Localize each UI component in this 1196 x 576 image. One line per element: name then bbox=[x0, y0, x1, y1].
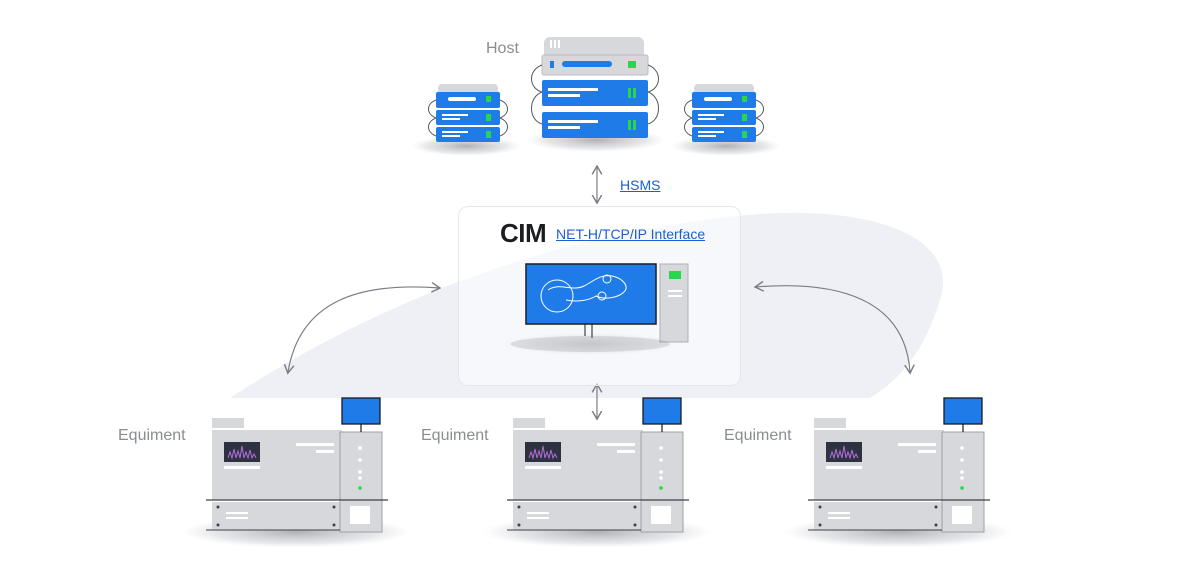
arrow-cim-equipment-left bbox=[288, 287, 440, 372]
net-interface-link[interactable]: NET-H/TCP/IP Interface bbox=[556, 226, 706, 242]
cim-title: CIM bbox=[500, 218, 547, 248]
host-label: Host bbox=[486, 40, 519, 57]
host-server-center bbox=[526, 37, 666, 152]
equipment-center bbox=[482, 397, 712, 548]
equipment-left-label: Equiment bbox=[118, 427, 186, 444]
hsms-link[interactable]: HSMS bbox=[620, 177, 661, 193]
cim-computer-icon bbox=[510, 263, 689, 352]
host-server-left bbox=[411, 84, 521, 156]
arrow-cim-equipment-right bbox=[755, 286, 910, 372]
equipment-right bbox=[783, 397, 1013, 548]
host-server-right bbox=[671, 84, 781, 156]
equipment-right-label: Equiment bbox=[724, 427, 792, 444]
equipment-center-label: Equiment bbox=[421, 427, 489, 444]
equipment-left bbox=[181, 397, 411, 548]
